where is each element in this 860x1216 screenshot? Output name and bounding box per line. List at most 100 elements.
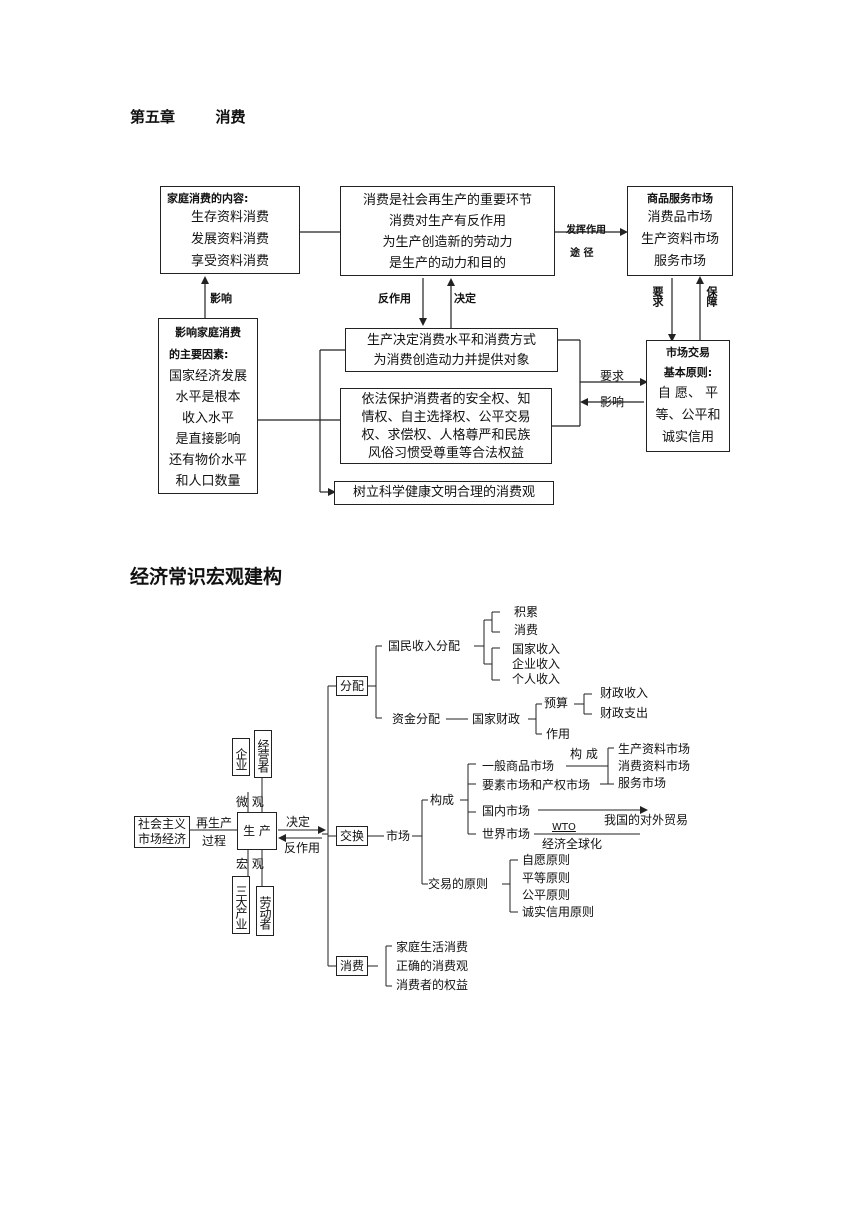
production-line: 生产决定消费水平和消费方式 xyxy=(366,333,536,348)
chapter-title: 第五章 消费 xyxy=(130,106,246,127)
composition-label: 构成 xyxy=(430,793,455,807)
market-label: 市场 xyxy=(386,829,411,843)
consumption-view-text: 树立科学健康文明合理的消费观 xyxy=(352,485,535,500)
fund-distribution-label: 资金分配 xyxy=(392,712,441,726)
factor-line: 还有物价水平 xyxy=(168,453,247,468)
globalization-label: 经济全球化 xyxy=(542,837,603,851)
service-market: 服务市场 xyxy=(618,776,667,790)
operator-box: 经营者 xyxy=(254,730,272,778)
consumption-view-box: 树立科学健康文明合理的消费观 xyxy=(334,481,554,505)
role-line: 消费是社会再生产的重要环节 xyxy=(362,193,532,208)
principles-line: 自 愿、 平 xyxy=(657,386,719,401)
label-affect: 影响 xyxy=(600,395,625,409)
rights-line: 情权、自主选择权、公平交易 xyxy=(361,410,531,425)
consumption-factors-box: 影响家庭消费 的主要因素: 国家经济发展 水平是根本 收入水平 是直接影响 还有… xyxy=(158,318,258,494)
principles-line: 诚实信用 xyxy=(661,430,714,445)
factor-line: 国家经济发展 xyxy=(168,369,247,384)
voluntary-principle: 自愿原则 xyxy=(522,853,571,867)
decide-label: 决定 xyxy=(286,815,311,829)
label-influence: 影响 xyxy=(210,292,232,305)
factor-line: 水平是根本 xyxy=(175,390,241,405)
factor-line: 收入水平 xyxy=(181,411,234,426)
trade-principles-label: 交易的原则 xyxy=(428,877,489,891)
exchange-box: 交换 xyxy=(336,826,368,846)
principles-line: 等、公平和 xyxy=(655,408,721,423)
rights-line: 权、求偿权、人格尊严和民族 xyxy=(361,428,531,443)
family-item: 享受资料消费 xyxy=(190,254,269,269)
principles-title: 市场交易 xyxy=(666,346,710,359)
state-income-label: 国家收入 xyxy=(512,642,561,656)
household-consumption: 家庭生活消费 xyxy=(396,940,469,954)
family-item: 发展资料消费 xyxy=(190,232,269,247)
micro-label: 微 观 xyxy=(236,795,264,809)
label-reaction: 反作用 xyxy=(378,292,411,305)
world-market-label: 世界市场 xyxy=(482,827,531,841)
role-line: 为生产创造新的劳动力 xyxy=(382,235,513,250)
root-line: 社会主义 xyxy=(137,817,186,831)
label-require-vertical: 要求 xyxy=(651,286,664,306)
budget-label: 预算 xyxy=(544,696,569,710)
root-line: 市场经济 xyxy=(137,832,186,846)
section-title: 经济常识宏观建构 xyxy=(130,566,283,588)
market-item: 消费品市场 xyxy=(647,210,713,225)
composition2-label: 构 成 xyxy=(570,747,598,761)
reproduction-label: 再生产 过程 xyxy=(196,814,232,850)
label-require: 要求 xyxy=(600,369,625,383)
label-function: 发挥作用 xyxy=(566,225,606,236)
consumption-text: 消费 xyxy=(339,959,364,973)
socialist-market-economy-box: 社会主义 市场经济 xyxy=(134,816,190,848)
family-box-title: 家庭消费的内容: xyxy=(167,192,249,205)
label-decide: 决定 xyxy=(454,292,476,305)
exchange-text: 交换 xyxy=(339,829,364,843)
label-pathway: 途 径 xyxy=(570,248,594,259)
good-faith-principle: 诚实信用原则 xyxy=(522,905,595,919)
role-line: 消费对生产有反作用 xyxy=(388,214,506,229)
accumulation-label: 积累 xyxy=(514,605,539,619)
distribution-box: 分配 xyxy=(336,676,368,696)
production-box: 生 产 xyxy=(237,812,277,850)
factors-title: 的主要因素: xyxy=(169,348,229,361)
consumer-goods-market: 消费资料市场 xyxy=(618,759,691,773)
macro-label: 宏 观 xyxy=(236,857,264,871)
factor-line: 是直接影响 xyxy=(175,432,241,447)
consumption-share-label: 消费 xyxy=(514,623,539,637)
production-text: 生 产 xyxy=(243,824,271,838)
factor-line: 和人口数量 xyxy=(175,474,241,489)
family-consumption-box: 家庭消费的内容: 生存资料消费 发展资料消费 享受资料消费 xyxy=(160,186,300,274)
laborer-text: 劳动者 xyxy=(258,896,272,929)
wto-label: WTO xyxy=(552,822,576,833)
market-principles-box: 市场交易 基本原则: 自 愿、 平 等、公平和 诚实信用 xyxy=(646,340,730,452)
foreign-trade-label: 我国的对外贸易 xyxy=(604,813,689,827)
distribution-text: 分配 xyxy=(339,679,364,693)
function-label: 作用 xyxy=(546,727,571,741)
family-item: 生存资料消费 xyxy=(190,210,269,225)
rights-line: 风俗习惯受尊重等合法权益 xyxy=(367,446,524,461)
fairness-principle: 公平原则 xyxy=(522,888,571,902)
fiscal-expenditure-label: 财政支出 xyxy=(600,706,649,720)
principles-title: 基本原则: xyxy=(663,366,713,379)
chapter-name: 消费 xyxy=(215,108,246,126)
operator-text: 经营者 xyxy=(256,738,270,772)
three-industries-text: 三大产业 xyxy=(234,884,248,929)
equality-principle: 平等原则 xyxy=(522,871,571,885)
consumption-role-box: 消费是社会再生产的重要环节 消费对生产有反作用 为生产创造新的劳动力 是生产的动… xyxy=(340,186,555,276)
personal-income-label: 个人收入 xyxy=(512,672,561,686)
national-income-label: 国民收入分配 xyxy=(388,639,461,653)
market-box-title: 商品服务市场 xyxy=(647,192,713,205)
general-market-label: 一般商品市场 xyxy=(482,759,555,773)
enterprise-income-label: 企业收入 xyxy=(512,657,561,671)
reaction-label: 反作用 xyxy=(284,841,321,855)
label-guarantee-vertical: 保障 xyxy=(705,286,718,306)
three-industries-box: 三大产业 xyxy=(232,876,250,934)
means-of-production-market: 生产资料市场 xyxy=(618,742,691,756)
laborer-box: 劳动者 xyxy=(256,886,274,936)
factors-title: 影响家庭消费 xyxy=(175,326,241,339)
goods-services-market-box: 商品服务市场 消费品市场 生产资料市场 服务市场 xyxy=(627,186,733,276)
state-finance-label: 国家财政 xyxy=(472,712,521,726)
reproduction-line: 再生产 xyxy=(196,816,233,830)
consumption-box: 消费 xyxy=(336,956,368,976)
production-line: 为消费创造动力并提供对象 xyxy=(373,353,530,368)
production-decides-box: 生产决定消费水平和消费方式 为消费创造动力并提供对象 xyxy=(345,328,558,372)
